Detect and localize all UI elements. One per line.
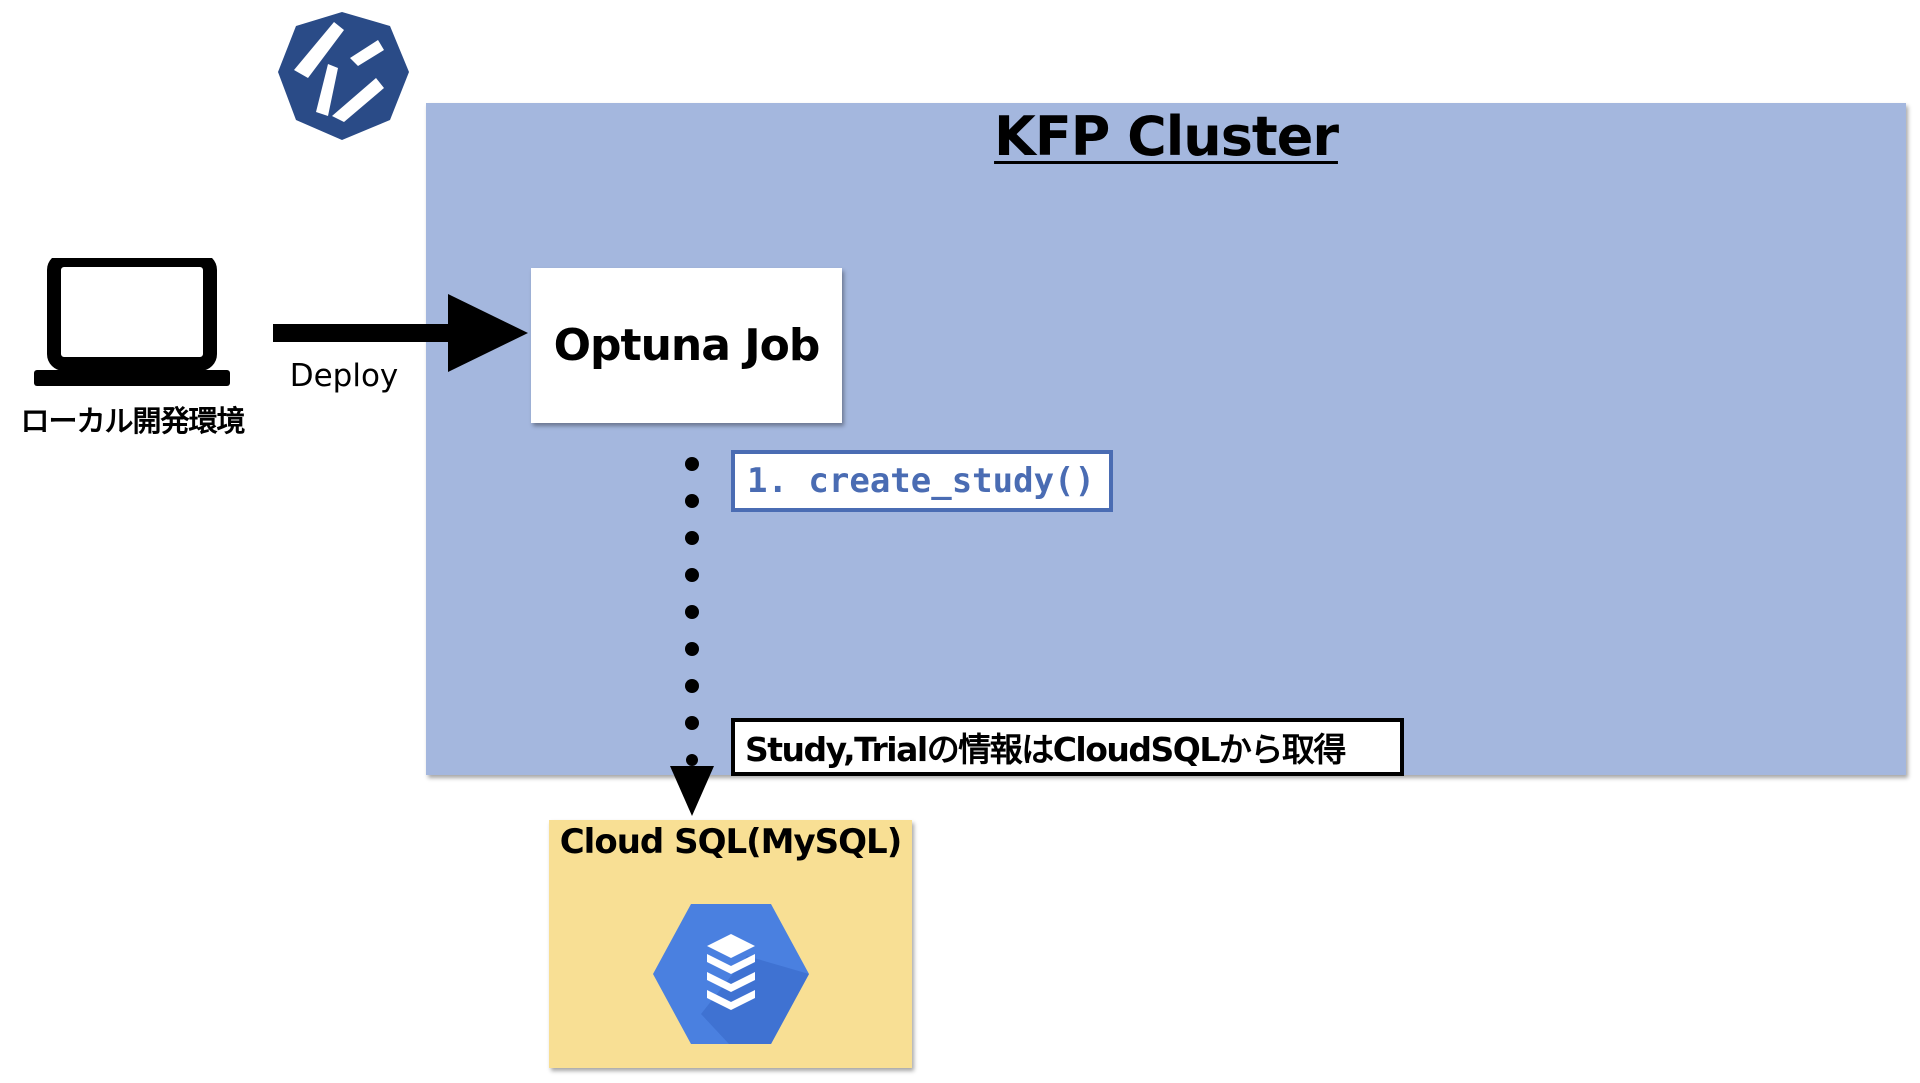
note-label-box: Study,Trialの情報はCloudSQLから取得 [731, 718, 1404, 776]
kfp-cluster-region [426, 103, 1906, 775]
step-label-box: 1. create_study() [731, 450, 1113, 512]
cluster-title: KFP Cluster [994, 105, 1339, 168]
deploy-label: Deploy [289, 358, 399, 394]
dotted-connector-arrow [670, 457, 714, 816]
deploy-arrow [273, 294, 528, 372]
laptop-icon [34, 258, 230, 386]
note-label: Study,Trialの情報はCloudSQLから取得 [745, 730, 1346, 769]
cloud-sql-icon [653, 904, 809, 1044]
local-env-label: ローカル開発環境 [20, 404, 245, 438]
kubeflow-logo [278, 12, 409, 140]
optuna-job-label: Optuna Job [553, 320, 821, 371]
step-label: 1. create_study() [747, 461, 1095, 501]
optuna-job-box: Optuna Job [531, 268, 842, 423]
cloud-sql-label: Cloud SQL(MySQL) [559, 822, 903, 862]
